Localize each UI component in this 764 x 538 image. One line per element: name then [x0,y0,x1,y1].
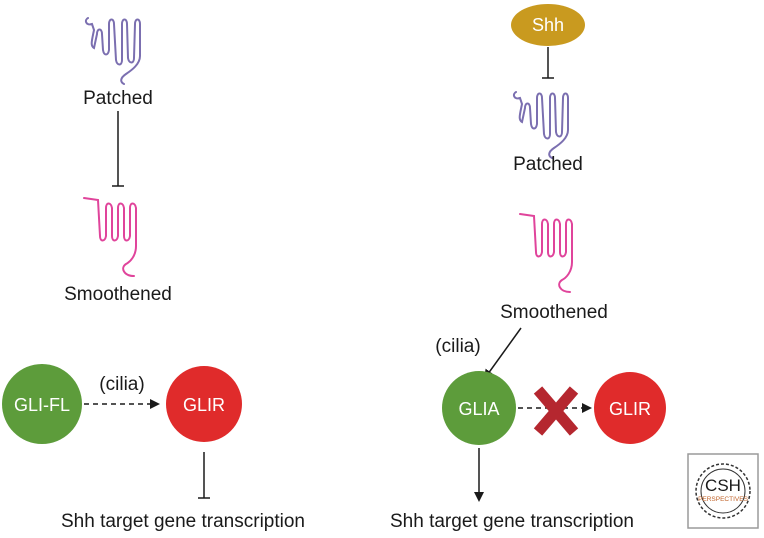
right-cilia-label: (cilia) [435,336,480,357]
block-x-icon [533,386,579,436]
left-glir-node [166,366,242,442]
right-patched-receptor-icon [512,91,569,159]
left-panel: Patched Smoothened GLI-FL (cilia) GLIR S… [2,17,305,532]
right-smoothened-label: Smoothened [500,302,608,323]
right-smoothened-receptor-icon [519,213,573,293]
shh-label: Shh [532,15,564,35]
patched-receptor-icon [84,17,141,85]
right-panel: Shh Patched Smoothened (cilia) GLIA GLIR… [390,4,666,532]
smoothened-activate-arrow [483,327,522,380]
left-smoothened-label: Smoothened [64,284,172,305]
gli-fl-label: GLI-FL [14,395,70,415]
right-patched-label: Patched [513,154,583,175]
right-glir-label: GLIR [609,399,651,419]
glia-node [442,371,516,445]
csh-perspectives-logo: CSH PERSPECTIVES [687,453,759,529]
left-cilia-label: (cilia) [99,374,144,395]
smoothened-receptor-icon [83,197,137,277]
right-output-label: Shh target gene transcription [390,511,634,532]
left-glir-label: GLIR [183,395,225,415]
gli-fl-node [2,364,82,444]
logo-main-text: CSH [705,476,741,495]
left-output-label: Shh target gene transcription [61,511,305,532]
shh-ligand-node [511,4,585,46]
left-patched-label: Patched [83,88,153,109]
right-glir-node [594,372,666,444]
logo-sub-text: PERSPECTIVES [698,496,749,503]
glia-label: GLIA [458,399,499,419]
